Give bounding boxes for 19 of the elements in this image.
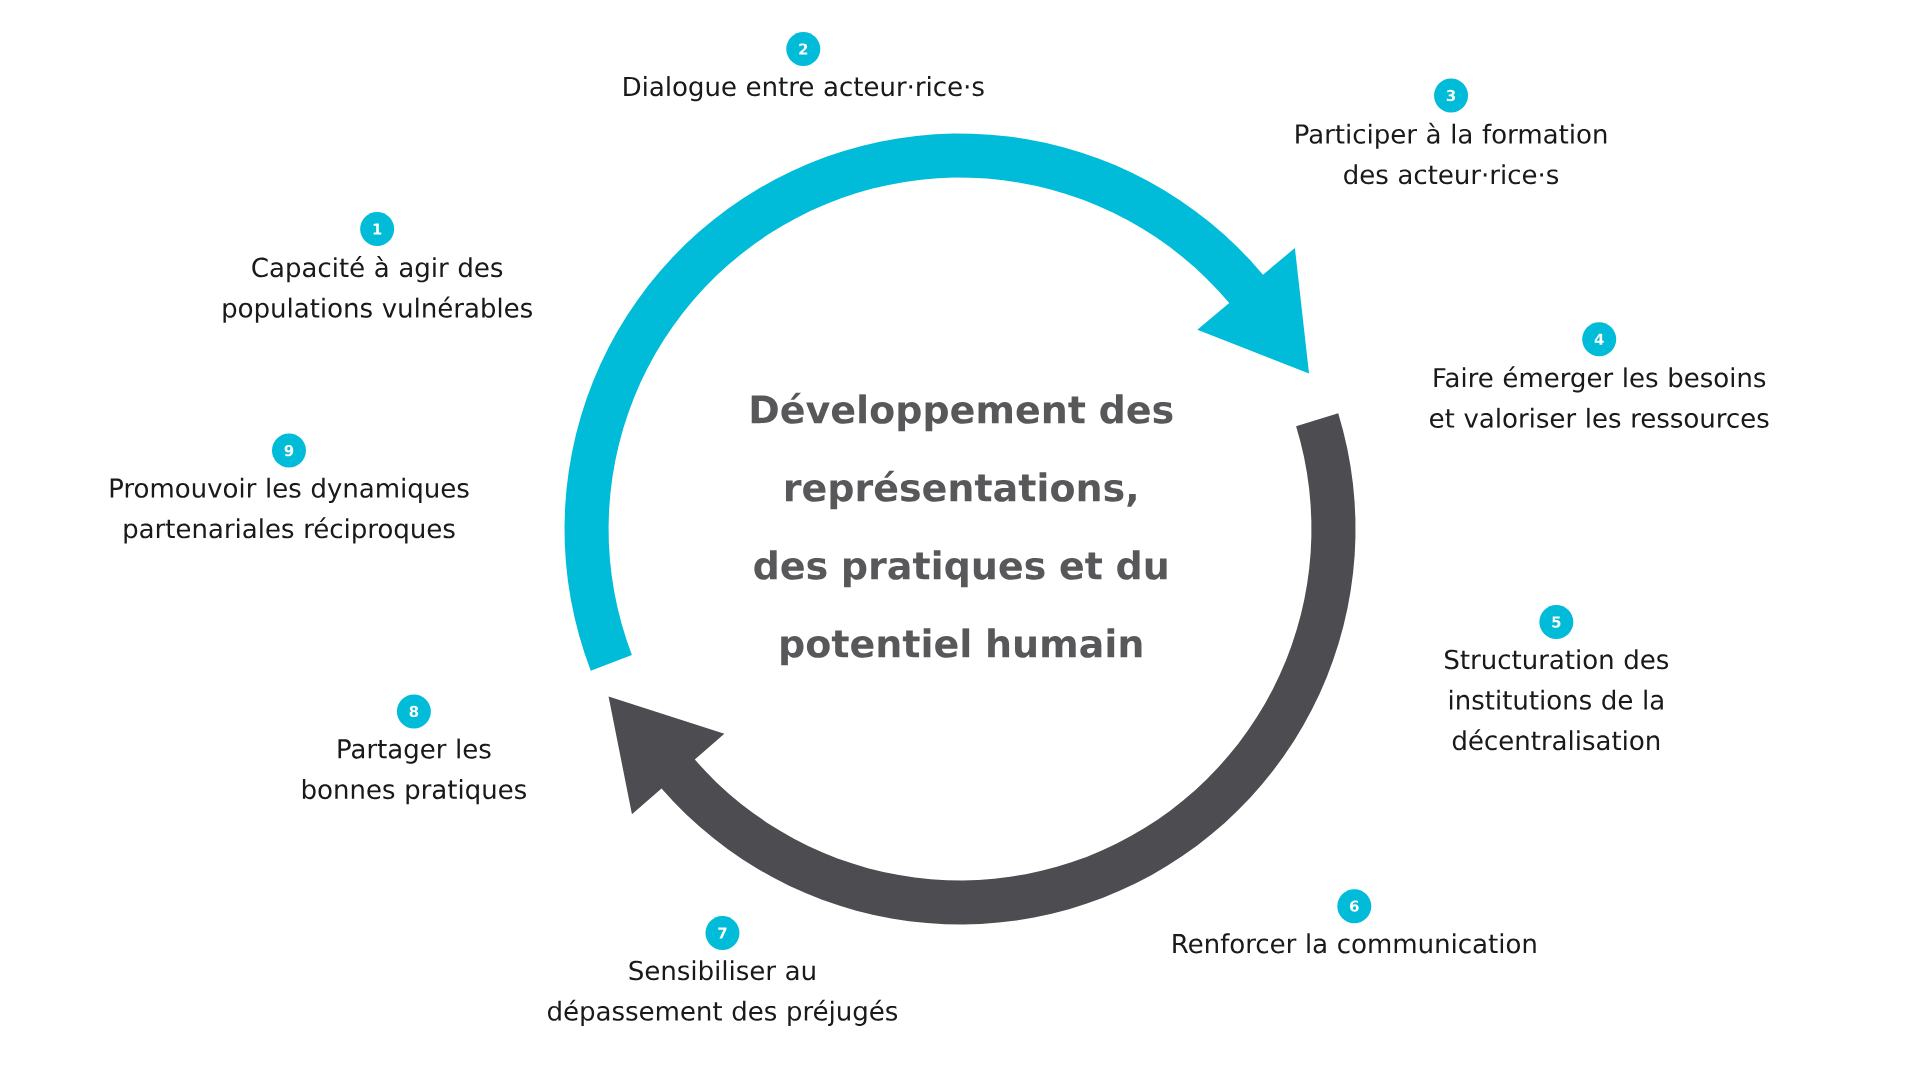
- step-label: Sensibiliser au dépassement des préjugés: [548, 960, 898, 1026]
- number-badge: 4: [1582, 322, 1617, 357]
- step-label: Renforcer la communication: [1173, 933, 1536, 954]
- step-label: Capacité à agir des populations vulnérables: [223, 256, 532, 323]
- number-badge: 3: [1434, 78, 1469, 113]
- step-label: Participer à la formation des acteur·rice·s: [1296, 122, 1607, 185]
- number-badge: 1: [360, 212, 395, 246]
- number-badge: 5: [1539, 605, 1574, 640]
- number-badge: 2: [786, 32, 821, 66]
- center-title: Développement des représentations, des pratiques et du potentiel humain: [751, 392, 1173, 666]
- step-label: Dialogue entre acteur·rice·s: [624, 76, 984, 102]
- number-badge: 8: [396, 694, 431, 729]
- step-label: Partager les bonnes pratiques: [302, 738, 526, 805]
- step-label: Promouvoir les dynamiques partenariales réciproques: [110, 477, 469, 544]
- step-label: Structuration des institutions de la décentralisation: [1445, 649, 1669, 751]
- number-badge: 9: [272, 433, 306, 468]
- number-badge: 7: [705, 916, 740, 951]
- number-badge: 6: [1337, 889, 1372, 924]
- step-label: Faire émerger les besoins et valoriser les ressources: [1430, 366, 1769, 428]
